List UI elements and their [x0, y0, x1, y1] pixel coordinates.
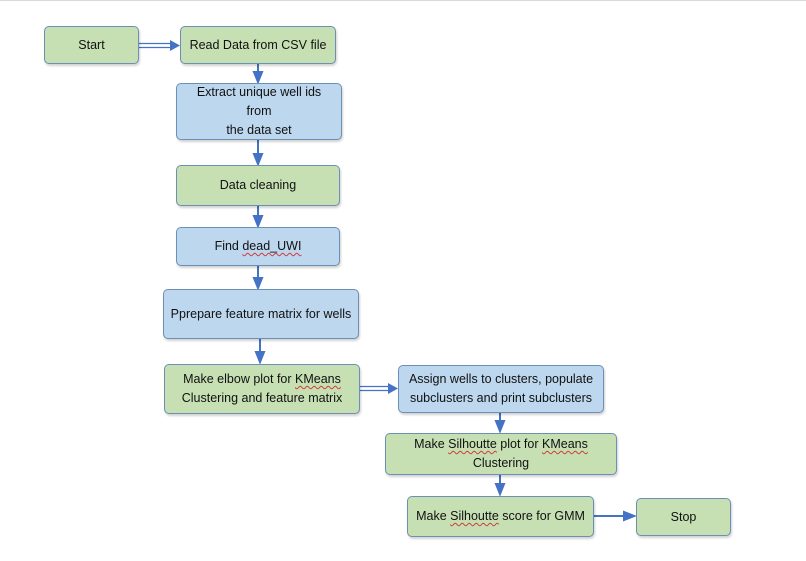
silhouette-plot-node-label: Make Silhoutte plot for KMeans Clusterin…	[414, 437, 588, 470]
stop-node-label: Stop	[670, 509, 697, 524]
arrow-start-to-read	[139, 40, 180, 51]
data-cleaning-node-label: Data cleaning	[219, 178, 297, 192]
read-csv-node: Read Data from CSV file	[180, 26, 336, 64]
spellcheck-flag: KMeans	[542, 437, 588, 451]
assign-wells-node-label: Assign wells to clusters, populate subcl…	[408, 372, 594, 405]
extract-ids-node: Extract unique well ids from the data se…	[176, 83, 342, 140]
silhouette-plot-node: Make Silhoutte plot for KMeans Clusterin…	[385, 433, 617, 475]
arrow-elbow-to-assign	[360, 383, 398, 394]
silhouette-gmm-node-label: Make Silhoutte score for GMM	[416, 509, 585, 523]
silhouette-gmm-node: Make Silhoutte score for GMM	[407, 496, 594, 537]
spellcheck-flag: Silhoutte	[448, 437, 497, 451]
extract-ids-node-label: Extract unique well ids from the data se…	[196, 85, 322, 137]
top-border-line	[0, 0, 806, 1]
spellcheck-flag: Silhoutte	[450, 509, 499, 523]
find-dead-uwi-node: Find dead_UWI	[176, 227, 340, 266]
data-cleaning-node: Data cleaning	[176, 165, 340, 206]
assign-wells-node: Assign wells to clusters, populate subcl…	[398, 365, 604, 413]
find-dead-uwi-node-label: Find dead_UWI	[214, 239, 302, 253]
feature-matrix-node-label: Pprepare feature matrix for wells	[170, 306, 352, 321]
read-csv-node-label: Read Data from CSV file	[189, 37, 327, 52]
start-node-label: Start	[78, 37, 105, 52]
start-node: Start	[44, 26, 139, 64]
spellcheck-flag: dead_UWI	[242, 239, 302, 253]
stop-node: Stop	[636, 498, 731, 536]
spellcheck-flag: KMeans	[295, 372, 341, 386]
feature-matrix-node: Pprepare feature matrix for wells	[163, 289, 359, 339]
